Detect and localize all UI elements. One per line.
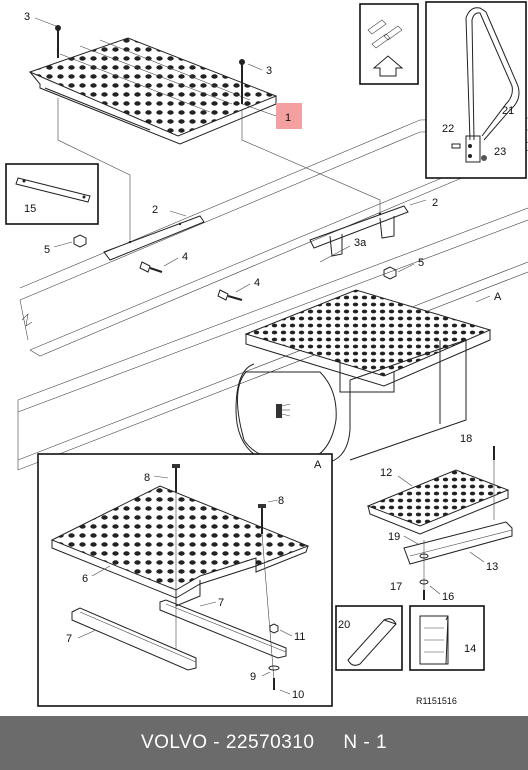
callout-10: 10 <box>292 689 304 701</box>
callout-4-lower: 4 <box>254 277 260 289</box>
bracket-2-right <box>309 205 409 257</box>
detail-box-A <box>37 453 333 707</box>
detail-box-20 <box>335 605 403 671</box>
bolt-3-left <box>55 25 61 58</box>
step-grating-12 <box>366 469 510 535</box>
callout-9: 9 <box>250 671 256 683</box>
callout-21: 21 <box>502 105 514 117</box>
tank-platform-grating <box>244 289 492 393</box>
callout-15: 15 <box>24 203 36 215</box>
detail-box-handrail <box>425 1 527 179</box>
part-footer: VOLVO - 22570310 N - 1 <box>0 716 528 770</box>
detail-box-arrow <box>359 3 419 85</box>
callout-3-left: 3 <box>24 11 30 23</box>
callout-1: 1 <box>285 112 291 124</box>
callout-7-right: 7 <box>218 597 224 609</box>
detail-box-15 <box>5 163 99 225</box>
callout-6: 6 <box>82 573 88 585</box>
callout-8-right: 8 <box>278 495 284 507</box>
bolt-4-upper <box>139 261 163 273</box>
support-13 <box>403 521 513 565</box>
nut-5-left <box>73 234 87 248</box>
part-number: 22570310 <box>225 732 315 753</box>
reference-code: R1151516 <box>416 696 457 706</box>
detail-box-14 <box>409 605 485 671</box>
callout-12: 12 <box>380 467 392 479</box>
callout-13: 13 <box>486 561 498 573</box>
callout-A-tank: A <box>494 291 502 303</box>
bolt-3-right <box>239 59 245 104</box>
callout-2-left: 2 <box>152 204 158 216</box>
callout-3a: 3a <box>354 237 367 249</box>
exploded-parts-diagram: 3 3 1 15 2 2 3a 5 5 4 4 A A 21 22 23 8 8… <box>5 1 528 707</box>
callout-1-highlight <box>276 103 302 129</box>
callout-7-left: 7 <box>66 633 72 645</box>
callout-2-right: 2 <box>432 197 438 209</box>
callout-11: 11 <box>294 631 305 643</box>
nut-5-right <box>383 266 397 280</box>
callout-18: 18 <box>460 433 472 445</box>
callout-4-upper: 4 <box>182 251 188 263</box>
callout-16: 16 <box>442 591 454 603</box>
callout-14: 14 <box>464 643 476 655</box>
callout-22: 22 <box>442 123 454 135</box>
callout-A-box: A <box>314 459 322 471</box>
callout-19: 19 <box>388 531 400 543</box>
callout-20: 20 <box>338 619 350 631</box>
bracket-2-left <box>103 215 205 261</box>
frame-rail-lower <box>17 207 528 471</box>
callout-5-right: 5 <box>418 257 424 269</box>
callout-17: 17 <box>390 581 402 593</box>
callout-8-left: 8 <box>144 472 150 484</box>
walkway-grating-top <box>28 37 278 145</box>
bolt-4-lower <box>217 289 243 301</box>
callout-5-left: 5 <box>44 244 50 256</box>
quantity-label: N - 1 <box>343 732 388 753</box>
callout-23: 23 <box>494 146 506 158</box>
callout-3-right: 3 <box>266 65 272 77</box>
brand-separator: - <box>207 732 226 753</box>
brand-name: VOLVO <box>140 732 208 753</box>
